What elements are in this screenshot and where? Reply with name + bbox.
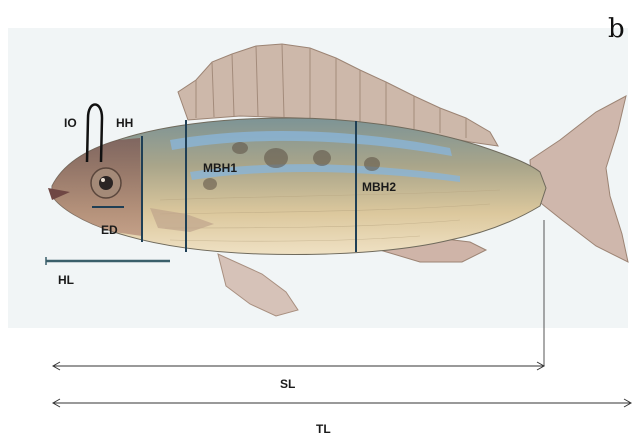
hl-label: HL (58, 273, 74, 287)
fish-eye (91, 168, 121, 198)
sl-arrow (53, 362, 544, 370)
ed-label: ED (101, 223, 118, 237)
panel-letter: b (608, 14, 625, 44)
tl-label: TL (316, 422, 331, 436)
hh-label: HH (116, 116, 133, 130)
tl-arrow (53, 399, 631, 407)
io-label: IO (64, 116, 77, 130)
mbh1-label: MBH1 (203, 161, 237, 175)
mbh2-label: MBH2 (362, 180, 396, 194)
sl-label: SL (280, 377, 295, 391)
